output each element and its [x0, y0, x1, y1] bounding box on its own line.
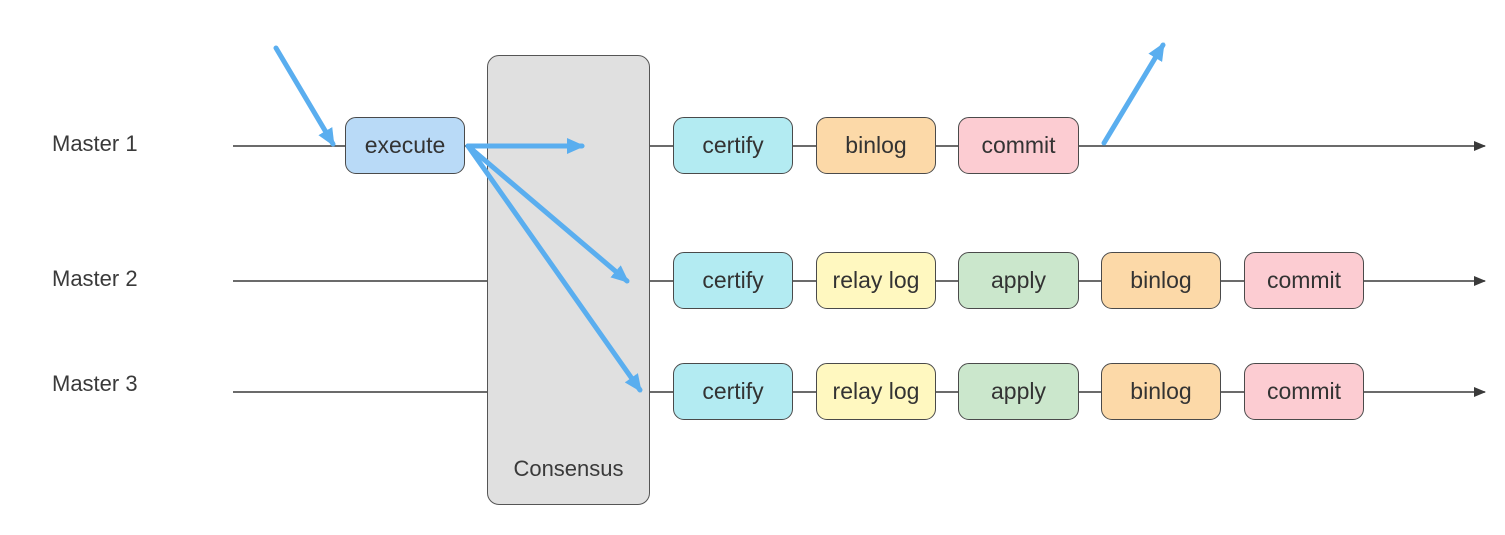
master-3-apply-box: apply — [958, 363, 1079, 420]
master-2-certify-box: certify — [673, 252, 793, 309]
master-2-commit-box: commit — [1244, 252, 1364, 309]
master-2-apply-box: apply — [958, 252, 1079, 309]
consensus-region: Consensus — [487, 55, 650, 505]
master-1-execute-box: execute — [345, 117, 465, 174]
master-1-certify-box: certify — [673, 117, 793, 174]
master-3-commit-box: commit — [1244, 363, 1364, 420]
consensus-label: Consensus — [513, 456, 624, 481]
master-1-binlog-box: binlog — [816, 117, 936, 174]
row-label-master-2: Master 2 — [52, 266, 138, 291]
master-2-relay-log-box: relay log — [816, 252, 936, 309]
row-label-master-1: Master 1 — [52, 131, 138, 156]
master-1-commit-box: commit — [958, 117, 1079, 174]
master-2-binlog-box: binlog — [1101, 252, 1221, 309]
master-3-certify-box: certify — [673, 363, 793, 420]
master-3-binlog-box: binlog — [1101, 363, 1221, 420]
master-3-relay-log-box: relay log — [816, 363, 936, 420]
row-label-master-3: Master 3 — [52, 371, 138, 396]
